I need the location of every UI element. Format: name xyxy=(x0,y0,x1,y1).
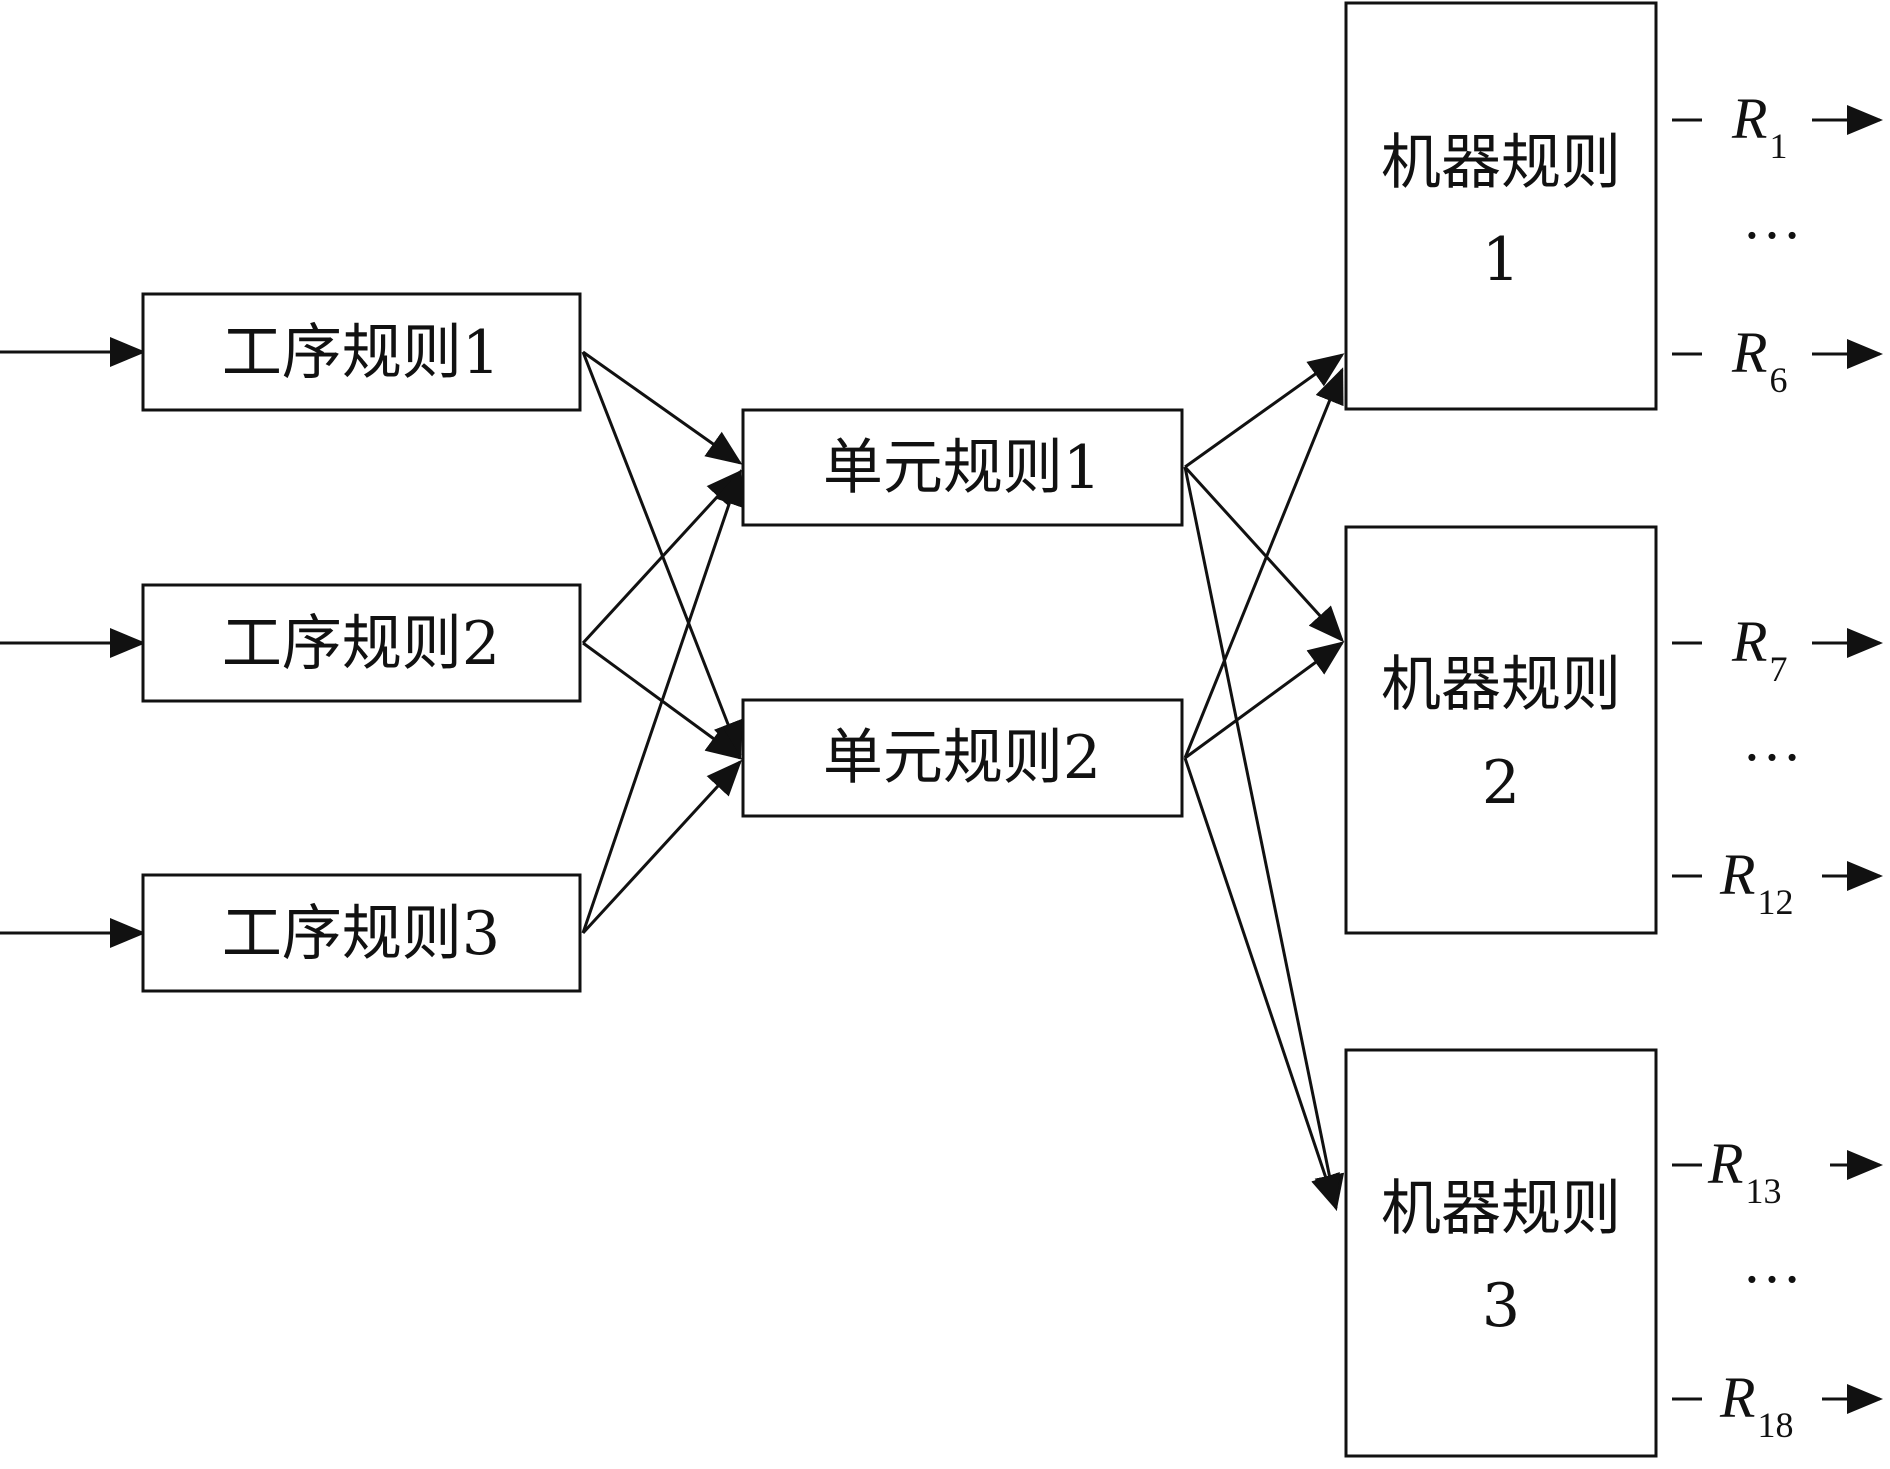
node-op2: 工序规则2 xyxy=(141,583,582,703)
output-r18-sub: 18 xyxy=(1757,1405,1793,1445)
svg-text:R7: R7 xyxy=(1731,609,1787,689)
output-m2-ellipsis: … xyxy=(1742,707,1802,773)
node-unit1-label: 单元规则1 xyxy=(823,433,1101,503)
edge-unit1-m2 xyxy=(1183,465,1345,643)
output-r1-letter: R xyxy=(1731,86,1767,151)
node-op2-label: 工序规则2 xyxy=(222,609,500,679)
node-m2: 机器规则 2 xyxy=(1344,525,1658,935)
edge-op3-unit2 xyxy=(581,759,743,935)
node-m3-line2: 3 xyxy=(1482,1271,1520,1341)
output-r1-sub: 1 xyxy=(1769,126,1787,166)
node-m3-line1: 机器规则 xyxy=(1381,1174,1621,1244)
node-m1-line1: 机器规则 xyxy=(1381,128,1621,198)
edge-unit2-m3 xyxy=(1183,757,1340,1211)
node-m2-line2: 2 xyxy=(1482,748,1520,818)
output-r6-sub: 6 xyxy=(1769,360,1787,400)
edge-unit1-m3 xyxy=(1183,466,1345,1211)
edge-op3-unit1 xyxy=(581,469,744,934)
output-r13-sub: 13 xyxy=(1745,1171,1781,1211)
node-m1-line2: 1 xyxy=(1482,225,1520,295)
output-r18-letter: R xyxy=(1719,1365,1755,1430)
output-m1-ellipsis: … xyxy=(1742,185,1802,251)
edge-op1-unit2 xyxy=(581,351,742,758)
node-m2-line1: 机器规则 xyxy=(1381,650,1621,720)
output-r13: R13 xyxy=(1672,1131,1883,1211)
node-op3-label: 工序规则3 xyxy=(222,899,500,969)
output-r7-letter: R xyxy=(1731,609,1767,674)
output-r7: R7 xyxy=(1672,609,1883,689)
node-op3: 工序规则3 xyxy=(141,873,582,993)
edge-unit1-m1 xyxy=(1184,353,1345,469)
svg-text:R13: R13 xyxy=(1707,1131,1781,1211)
node-unit2: 单元规则2 xyxy=(741,698,1184,818)
node-unit2-label: 单元规则2 xyxy=(823,723,1101,793)
edge-unit2-m2 xyxy=(1184,641,1345,760)
edge-unit2-m1 xyxy=(1183,367,1344,759)
svg-text:R6: R6 xyxy=(1731,320,1787,400)
output-r6-letter: R xyxy=(1731,320,1767,385)
node-op1-label: 工序规则1 xyxy=(222,318,500,388)
node-unit1: 单元规则1 xyxy=(741,408,1184,527)
edge-op2-unit1 xyxy=(581,469,743,645)
svg-text:R12: R12 xyxy=(1719,842,1793,922)
node-op1: 工序规则1 xyxy=(141,292,582,412)
svg-text:R18: R18 xyxy=(1719,1365,1793,1445)
output-r6: R6 xyxy=(1672,320,1883,400)
output-r12: R12 xyxy=(1672,842,1883,922)
output-r7-sub: 7 xyxy=(1769,649,1787,689)
output-r12-sub: 12 xyxy=(1757,882,1793,922)
output-r13-letter: R xyxy=(1707,1131,1743,1196)
node-m3: 机器规则 3 xyxy=(1344,1048,1658,1458)
output-m3-ellipsis: … xyxy=(1742,1229,1802,1295)
edge-op1-unit1 xyxy=(582,350,743,465)
output-r1: R1 xyxy=(1672,86,1883,166)
svg-text:R1: R1 xyxy=(1731,86,1787,166)
node-m1: 机器规则 1 xyxy=(1344,1,1658,411)
output-r12-letter: R xyxy=(1719,842,1755,907)
output-r18: R18 xyxy=(1672,1365,1883,1445)
